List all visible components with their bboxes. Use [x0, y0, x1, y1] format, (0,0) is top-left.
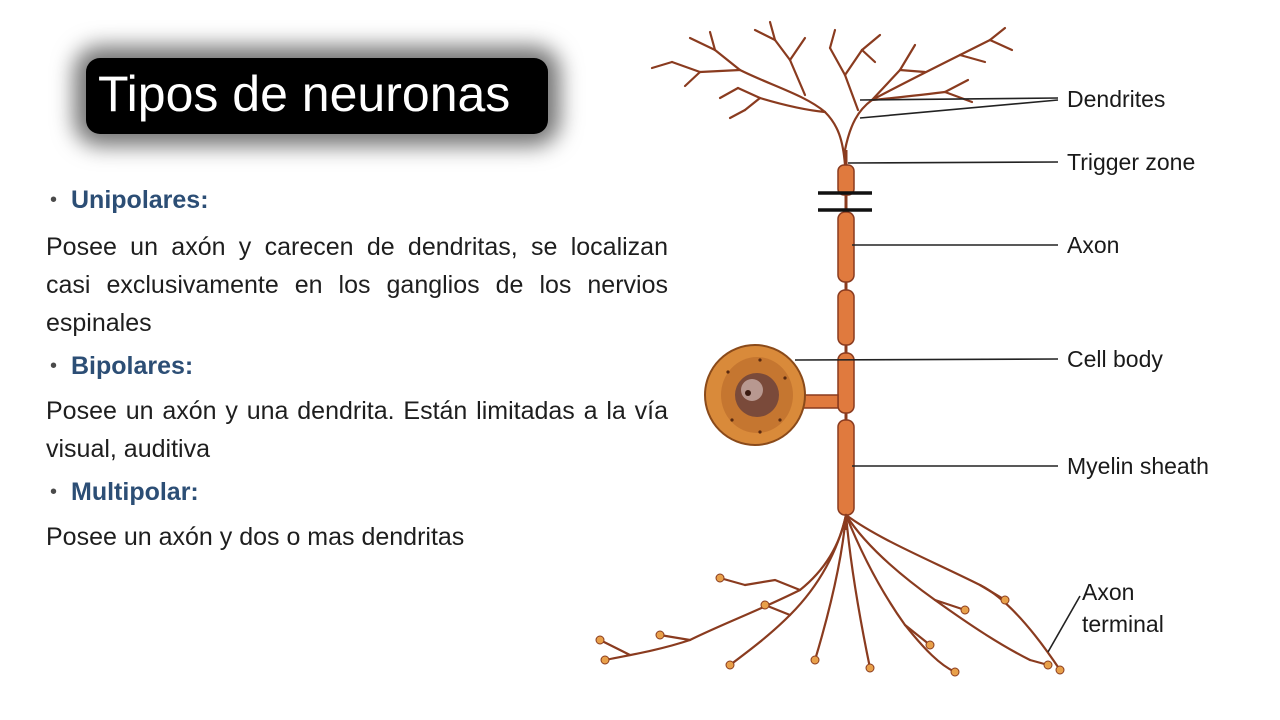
section-heading-bipolar: • Bipolares:: [46, 346, 668, 386]
label-axon: Axon: [1067, 232, 1119, 258]
title-background: [86, 58, 548, 134]
leader-lines: [794, 97, 1081, 653]
section-text-unipolar: Posee un axón y carecen de dendritas, se…: [46, 233, 668, 337]
section-heading-unipolar: • Unipolares:: [46, 180, 668, 220]
dendrites-branches: [650, 20, 1014, 167]
axon-terminal-branches: [598, 513, 1062, 674]
slide-title: Tipos de neuronas: [98, 66, 511, 122]
myelin-segments: [837, 164, 855, 516]
heading-text: Bipolares:: [71, 352, 194, 380]
heading-text: Unipolares:: [71, 186, 209, 214]
label-trigger-zone: Trigger zone: [1067, 149, 1195, 175]
content-area: • Unipolares: Posee un axón y carecen de …: [46, 180, 668, 560]
section-text-multipolar: Posee un axón y dos o mas dendritas: [46, 523, 465, 551]
neuron-diagram: Dendrites Trigger zone Axon Cell body My…: [595, 20, 1209, 677]
label-axon-terminal-line1: Axon: [1082, 579, 1134, 605]
label-axon-terminal-line2: terminal: [1082, 611, 1164, 637]
axon-break-marks: [818, 191, 872, 212]
heading-text: Multipolar:: [71, 478, 199, 506]
cell-body: [704, 344, 806, 446]
bullet-icon: •: [50, 481, 58, 503]
axon-terminal-knobs: [595, 573, 1065, 677]
section-text-bipolar: Posee un axón y una dendrita. Están limi…: [46, 397, 668, 463]
label-cell-body: Cell body: [1067, 346, 1163, 372]
bullet-icon: •: [50, 355, 58, 377]
section-heading-multipolar: • Multipolar:: [46, 472, 668, 512]
label-myelin-sheath: Myelin sheath: [1067, 453, 1209, 479]
bullet-icon: •: [50, 189, 58, 211]
label-dendrites: Dendrites: [1067, 86, 1165, 112]
